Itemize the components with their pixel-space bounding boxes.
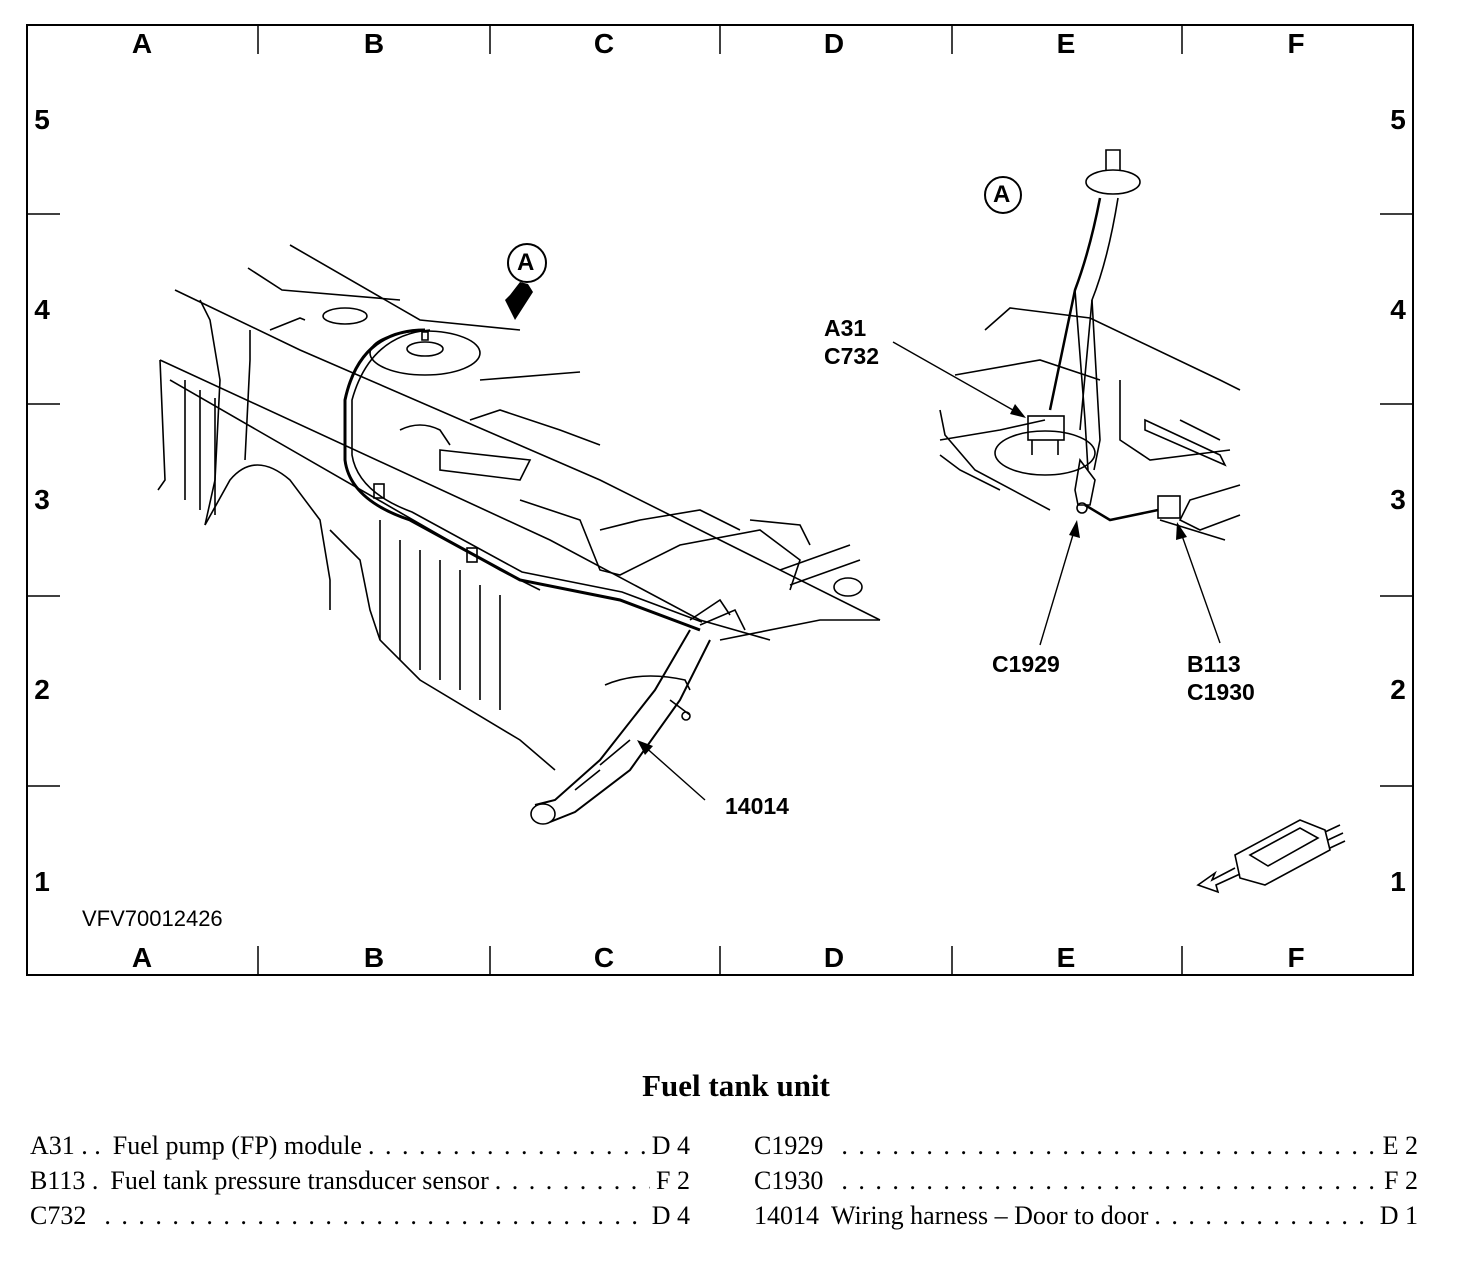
legend-location: D 4 [651, 1131, 690, 1160]
legend-row-a31: A31 . . Fuel pump (FP) module . . . . . … [30, 1131, 690, 1163]
detail-view-a [939, 149, 1241, 541]
row-label-3-right: 3 [1390, 484, 1406, 515]
legend-leader-dots: . . . . . . . . . . . . . . . . . . . . … [1154, 1201, 1373, 1230]
legend-leader-dots: . . . . . . . . . . . . . . . . . . . . … [494, 1166, 650, 1195]
row-label-5-right: 5 [1390, 104, 1406, 135]
legend-location: F 2 [1384, 1166, 1418, 1195]
callout-14014: 14014 [725, 793, 789, 819]
legend-code: C1929 [754, 1131, 824, 1160]
legend-leader-dots: . . . . . . . . . . . . . . . . . . . . … [841, 1131, 1377, 1160]
fuel-tank-view [157, 244, 881, 825]
legend-row-b113: B113 . Fuel tank pressure transducer sen… [30, 1166, 690, 1198]
legend-description: Fuel pump (FP) module [112, 1131, 362, 1160]
col-label-e-top: E [1056, 28, 1076, 59]
legend-code: A31 . . [30, 1131, 101, 1160]
legend-code: 14014 [754, 1201, 819, 1230]
legend-location: D 4 [651, 1201, 690, 1230]
col-label-a-top: A [131, 28, 153, 59]
col-label-c-top: C [593, 28, 615, 59]
legend-row-c732: C732 . . . . . . . . . . . . . . . . . .… [30, 1201, 690, 1233]
legend-leader-dots: . . . . . . . . . . . . . . . . . . . . … [367, 1131, 646, 1160]
legend-code: B113 . [30, 1166, 99, 1195]
callout-a31-c732: A31 C732 [824, 315, 879, 369]
col-label-d-top: D [823, 28, 845, 59]
row-label-4-left: 4 [34, 294, 50, 325]
legend-location: E 2 [1382, 1131, 1418, 1160]
col-label-b-bottom: B [363, 942, 385, 973]
diagram-frame [26, 24, 1414, 976]
callout-b113-c1930: B113 C1930 [1187, 651, 1255, 705]
view-a-marker-left [505, 243, 547, 320]
legend-row-c1929: C1929 . . . . . . . . . . . . . . . . . … [754, 1131, 1418, 1163]
col-label-f-top: F [1287, 28, 1305, 59]
col-label-c-bottom: C [593, 942, 615, 973]
legend-leader-dots: . . . . . . . . . . . . . . . . . . . . … [841, 1166, 1378, 1195]
row-label-1-right: 1 [1390, 866, 1406, 897]
legend-leader-dots: . . . . . . . . . . . . . . . . . . . . … [104, 1201, 645, 1230]
col-label-b-top: B [363, 28, 385, 59]
legend-code: C1930 [754, 1166, 824, 1195]
legend-location: D 1 [1379, 1201, 1418, 1230]
row-label-2-left: 2 [34, 674, 50, 705]
view-a-letter-left: A [517, 249, 535, 276]
col-label-d-bottom: D [823, 942, 845, 973]
row-label-5-left: 5 [34, 104, 50, 135]
legend-row-c1930: C1930 . . . . . . . . . . . . . . . . . … [754, 1166, 1418, 1198]
leader-arrowheads [637, 404, 1187, 755]
row-label-4-right: 4 [1390, 294, 1406, 325]
legend-code: C732 [30, 1201, 87, 1230]
legend-description: Fuel tank pressure transducer sensor [110, 1166, 489, 1195]
legend-location: F 2 [656, 1166, 690, 1195]
vehicle-orientation-icon [1196, 819, 1346, 894]
leader-lines [642, 341, 1221, 801]
row-label-1-left: 1 [34, 866, 50, 897]
col-label-a-bottom: A [131, 942, 153, 973]
legend-description: Wiring harness – Door to door [831, 1201, 1149, 1230]
legend-row-14014: 14014 Wiring harness – Door to door . . … [754, 1201, 1418, 1233]
col-label-f-bottom: F [1287, 942, 1305, 973]
col-label-e-bottom: E [1056, 942, 1076, 973]
diagram-caption: Fuel tank unit [642, 1068, 830, 1103]
view-a-marker-right [984, 176, 1022, 214]
figure-id: VFV70012426 [82, 906, 223, 931]
grid-ticks [28, 26, 1412, 974]
callout-c1929: C1929 [992, 651, 1060, 677]
row-label-2-right: 2 [1390, 674, 1406, 705]
row-label-3-left: 3 [34, 484, 50, 515]
view-a-letter-right: A [993, 181, 1011, 208]
